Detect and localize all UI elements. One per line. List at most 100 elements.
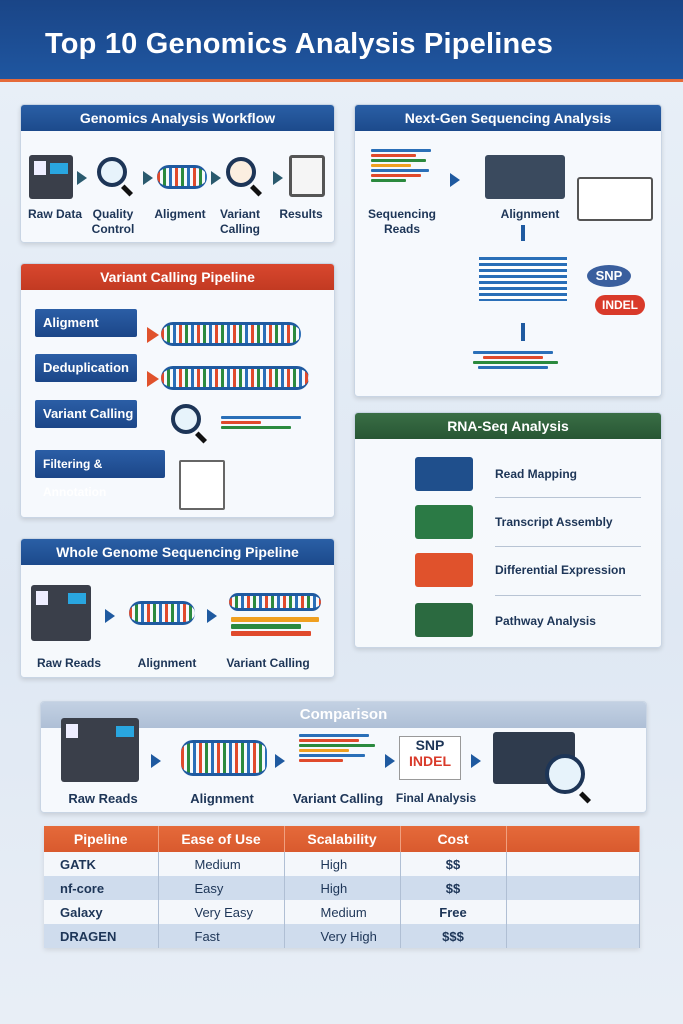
step-label: Differential Expression (495, 563, 626, 577)
reads-label: Sequencing Reads (367, 207, 436, 236)
indel-label: INDEL (409, 753, 451, 769)
dna-icon (181, 740, 267, 776)
indel-badge: INDEL (595, 295, 645, 315)
panel-title: Next-Gen Sequencing Analysis (355, 105, 661, 131)
cell: $$$ (400, 924, 507, 948)
arrow-icon (77, 171, 87, 185)
column-header: Cost (400, 826, 507, 852)
step-label: Aligment (154, 207, 206, 221)
cell: GATK (44, 852, 159, 876)
arrow-icon (273, 171, 283, 185)
cell: Free (400, 900, 507, 924)
comparison-table: Pipeline Ease of Use Scalability Cost GA… (44, 826, 640, 948)
cell: Medium (158, 852, 285, 876)
cell: DRAGEN (44, 924, 159, 948)
step-filtering-annotation: Filtering & Annotation (35, 450, 165, 499)
dna-icon (157, 165, 207, 189)
arrow-icon (147, 371, 159, 387)
divider (495, 546, 641, 547)
step-label: Results (279, 207, 323, 221)
step-label: Raw Reads (36, 656, 102, 670)
cell (506, 900, 640, 924)
step-label: Pathway Analysis (495, 614, 596, 628)
transcript-assembly-icon (415, 505, 473, 539)
dna-icon (229, 593, 321, 611)
dna-icon (161, 366, 309, 390)
column-header: Pipeline (44, 826, 159, 852)
column-header: Ease of Use (158, 826, 285, 852)
step-label: Raw Reads (68, 791, 138, 806)
sequencer-icon (29, 155, 73, 199)
arrow-icon (147, 327, 159, 343)
document-icon (179, 460, 225, 510)
sequencer-icon (61, 718, 139, 782)
cell: Galaxy (44, 900, 159, 924)
step-label: Final Analysis (395, 791, 477, 805)
sequencer-icon (31, 585, 91, 641)
arrow-icon (211, 171, 221, 185)
dna-icon (161, 322, 301, 346)
column-header (506, 826, 640, 852)
step-alignment: Aligment (35, 309, 137, 337)
cell: Medium (284, 900, 401, 924)
read-mapping-icon (415, 457, 473, 491)
pathway-analysis-icon (415, 603, 473, 637)
cell: Easy (158, 876, 285, 900)
search-icon (171, 404, 201, 434)
variant-calling-panel: Variant Calling Pipeline Aligment Dedupl… (20, 263, 335, 518)
step-label: Alignment (190, 791, 254, 806)
divider (495, 497, 641, 498)
cell: Very Easy (158, 900, 285, 924)
variants-icon (231, 617, 321, 638)
page-title: Top 10 Genomics Analysis Pipelines (45, 28, 554, 60)
arrow-icon (450, 173, 460, 187)
step-label: Transcript Assembly (495, 515, 613, 529)
panel-title: Comparison (41, 702, 646, 728)
step-label: Raw Data (27, 207, 83, 221)
cell: High (284, 876, 401, 900)
step-deduplication: Deduplication (35, 354, 137, 382)
reads-icon (371, 149, 433, 184)
alignment-screen-icon (485, 155, 565, 199)
rna-seq-panel: RNA-Seq Analysis Read Mapping Transcript… (354, 412, 662, 648)
step-label: Variant Calling (226, 656, 310, 670)
cell: High (284, 852, 401, 876)
arrow-icon (471, 754, 481, 768)
snp-badge: SNP (587, 265, 631, 287)
cell (506, 876, 640, 900)
alignment-grid-icon (479, 257, 567, 301)
step-label: Alignment (137, 656, 197, 670)
variant-search-icon (226, 157, 256, 187)
arrow-down-icon (521, 323, 525, 341)
variants-icon (221, 416, 311, 431)
arrow-icon (105, 609, 115, 623)
snp-label: SNP (415, 737, 445, 753)
ngs-panel: Next-Gen Sequencing Analysis Sequencing … (354, 104, 662, 397)
column-header: Scalability (284, 826, 401, 852)
differential-expression-icon (415, 553, 473, 587)
panel-title: Variant Calling Pipeline (21, 264, 334, 290)
step-variant-calling: Variant Calling (35, 400, 137, 428)
quality-check-icon (97, 157, 127, 187)
alignment-label: Alignment (500, 207, 560, 221)
step-label: Variant Calling (219, 207, 261, 236)
header: Top 10 Genomics Analysis Pipelines (0, 0, 683, 82)
arrow-icon (143, 171, 153, 185)
cell: Fast (158, 924, 285, 948)
workflow-panel: Genomics Analysis Workflow Raw Data Qual… (20, 104, 335, 243)
cell: $$ (400, 852, 507, 876)
cell (506, 924, 640, 948)
arrow-icon (207, 609, 217, 623)
wgs-panel: Whole Genome Sequencing Pipeline Raw Rea… (20, 538, 335, 678)
cell: Very High (284, 924, 401, 948)
search-icon (545, 754, 585, 794)
arrow-icon (275, 754, 285, 768)
cell: $$ (400, 876, 507, 900)
cell: nf-core (44, 876, 159, 900)
step-label: Variant Calling (292, 791, 384, 806)
